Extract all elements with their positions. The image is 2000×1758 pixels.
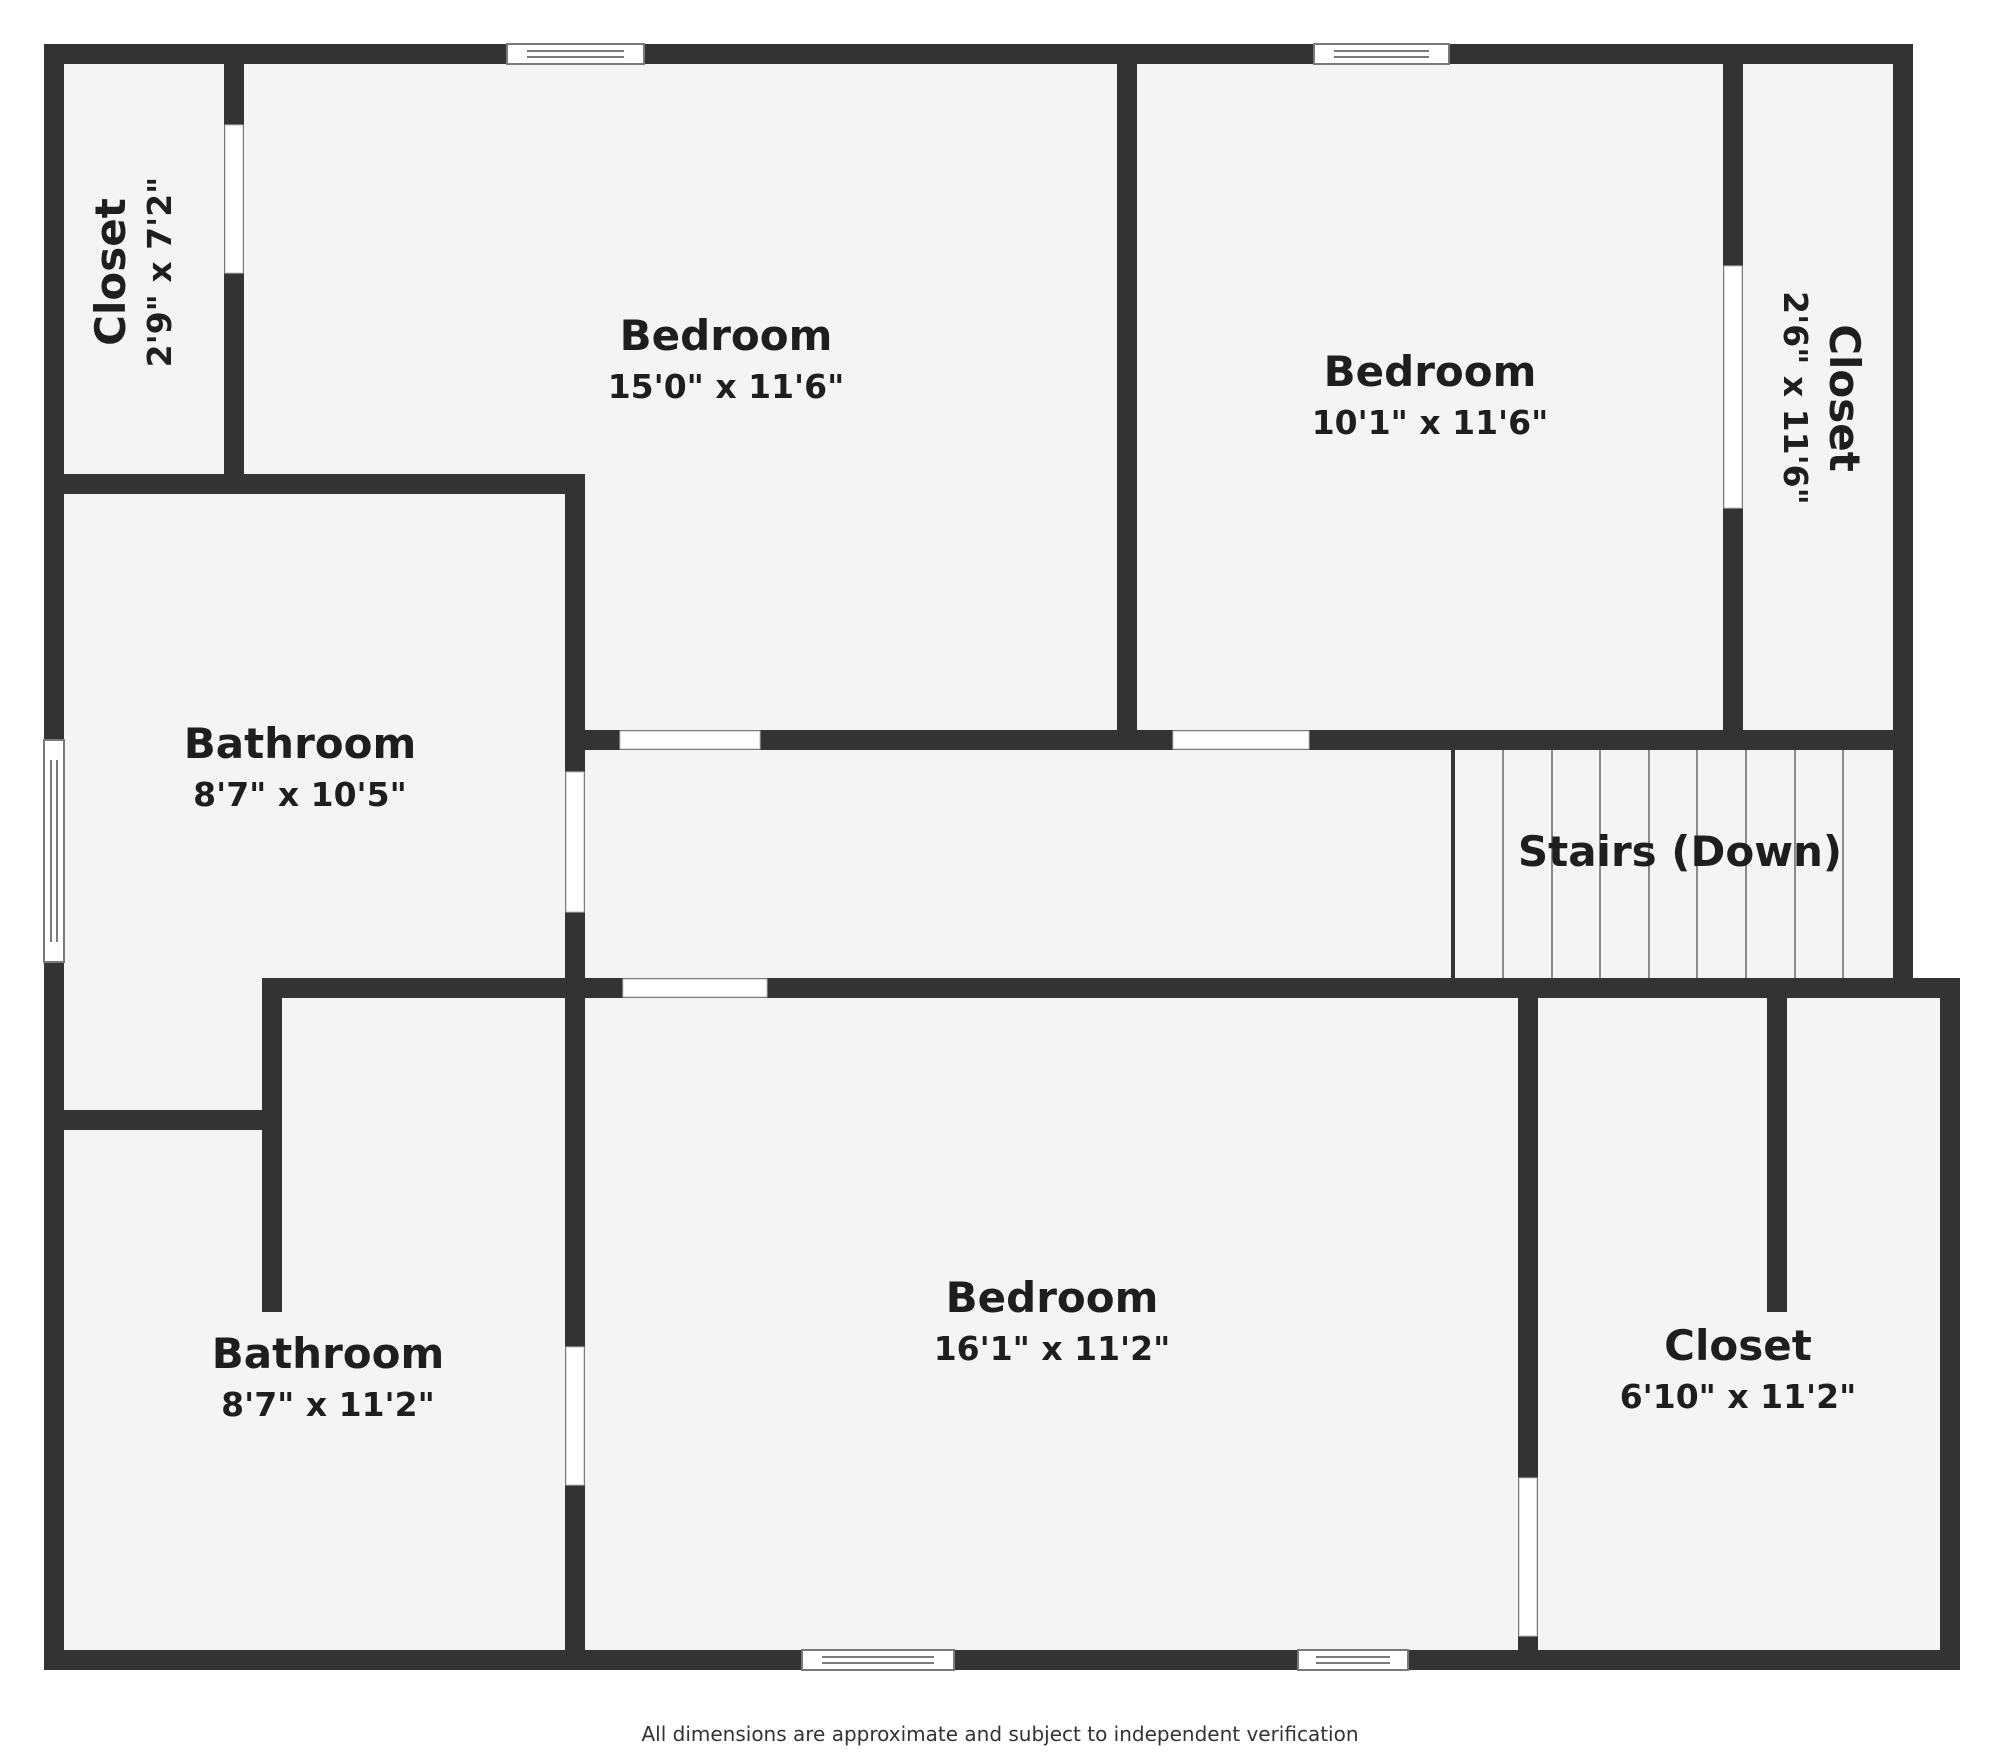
room-dimensions: 2'6" x 11'6" (1776, 291, 1815, 505)
room-dimensions: 10'1" x 11'6" (1312, 403, 1549, 442)
floor-closet-bottom-right (1528, 988, 1950, 1660)
door-openings (224, 124, 1743, 1637)
label-closet-top-right: Closet 2'6" x 11'6" (1776, 291, 1869, 505)
room-dimensions: 8'7" x 10'5" (193, 775, 407, 814)
window-left (43, 739, 65, 963)
window-bottom-left (801, 1649, 955, 1671)
door-bedroom-bottom (622, 978, 768, 998)
label-closet-top-left: Closet 2'9" x 7'2" (86, 177, 179, 368)
disclaimer-note: All dimensions are approximate and subje… (641, 1722, 1358, 1746)
floor-bedroom-top-right (1127, 54, 1733, 740)
floor-closet-top-right (1733, 54, 1895, 740)
room-name: Closet (1820, 324, 1869, 472)
window-bottom-right (1297, 1649, 1409, 1671)
room-name: Stairs (Down) (1518, 827, 1842, 876)
floor-bathroom-lower (54, 988, 575, 1660)
floor-bedroom-bottom (575, 988, 1528, 1660)
room-dimensions: 16'1" x 11'2" (934, 1329, 1171, 1368)
room-name: Bedroom (1324, 347, 1537, 396)
label-closet-bottom-right: Closet 6'10" x 11'2" (1620, 1321, 1857, 1416)
floor-closet-top-left (54, 54, 234, 484)
room-name: Bathroom (212, 1329, 445, 1378)
room-name: Closet (86, 198, 135, 346)
room-dimensions: 15'0" x 11'6" (608, 367, 845, 406)
window-top-left (506, 43, 645, 65)
label-bedroom-bottom: Bedroom 16'1" x 11'2" (934, 1273, 1171, 1368)
room-dimensions: 8'7" x 11'2" (221, 1385, 435, 1424)
room-name: Bedroom (946, 1273, 1159, 1322)
room-dimensions: 6'10" x 11'2" (1620, 1377, 1857, 1416)
label-bathroom-lower: Bathroom 8'7" x 11'2" (212, 1329, 445, 1424)
label-stairs: Stairs (Down) (1518, 827, 1842, 876)
windows (43, 43, 1450, 1671)
room-dimensions: 2'9" x 7'2" (140, 177, 179, 368)
window-top-right (1313, 43, 1450, 65)
door-bedroom-top-left (619, 730, 761, 750)
floor-hallway (575, 740, 1453, 988)
label-bathroom-upper: Bathroom 8'7" x 10'5" (184, 719, 417, 814)
floor-stairs (1453, 740, 1895, 988)
room-name: Bedroom (620, 311, 833, 360)
room-name: Closet (1664, 1321, 1812, 1370)
door-bathroom-lower (565, 1346, 585, 1486)
door-closet-bottom-right (1518, 1477, 1538, 1637)
room-name: Bathroom (184, 719, 417, 768)
door-closet-top-left (224, 124, 244, 274)
floor-areas (54, 54, 1950, 1660)
door-bedroom-top-right (1172, 730, 1310, 750)
door-closet-top-right (1723, 265, 1743, 509)
label-bedroom-top-right: Bedroom 10'1" x 11'6" (1312, 347, 1549, 442)
door-bathroom-upper (565, 771, 585, 913)
label-bedroom-top-left: Bedroom 15'0" x 11'6" (608, 311, 845, 406)
